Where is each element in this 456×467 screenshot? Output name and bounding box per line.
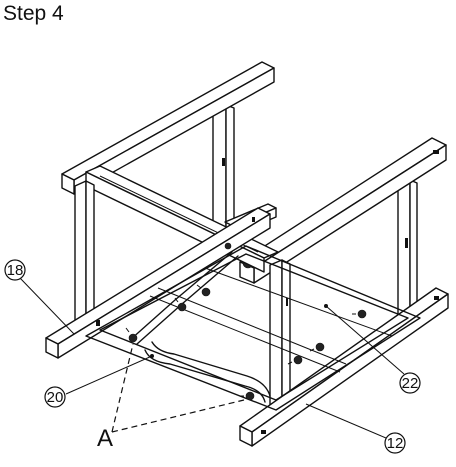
part-a-indicator	[111, 343, 245, 433]
callout-18-label: 18	[7, 262, 24, 279]
bolt-icon	[125, 327, 138, 343]
top-left-rail	[61, 61, 275, 195]
callout-20-label: 20	[47, 389, 64, 406]
bolt-icon	[224, 242, 232, 250]
part-a-label: A	[97, 425, 113, 452]
step-title: Step 4	[3, 2, 64, 25]
back-right-post	[397, 179, 418, 321]
bolt-icon	[287, 355, 303, 365]
bolt-icon	[352, 309, 367, 319]
callout-22-label: 22	[402, 375, 419, 392]
callout-20: 20	[44, 386, 66, 408]
callout-18: 18	[4, 259, 26, 281]
top-right-rail	[239, 137, 447, 284]
bolt-icon	[239, 391, 255, 401]
leader-lines	[19, 277, 405, 439]
bolts	[125, 242, 367, 401]
front-right-post	[269, 259, 291, 414]
support-tube	[129, 251, 271, 403]
bolt-icon	[196, 284, 211, 297]
bolt-icon	[309, 342, 325, 352]
callout-22: 22	[399, 372, 421, 394]
bolt-icon	[174, 297, 187, 312]
callout-12-label: 12	[387, 435, 404, 452]
callout-12: 12	[384, 432, 406, 454]
